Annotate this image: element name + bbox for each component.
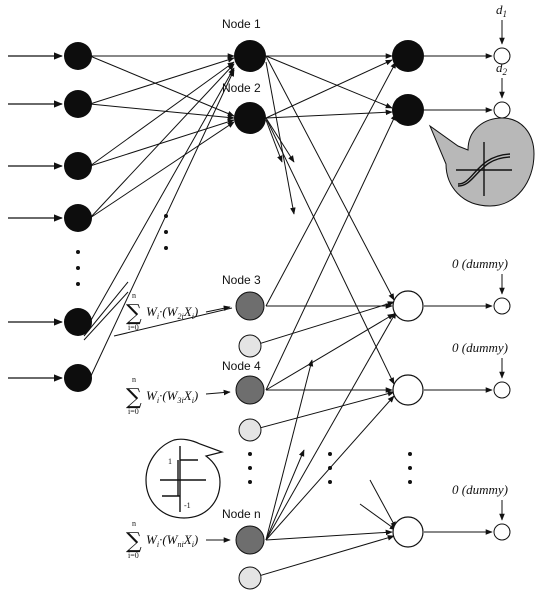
svg-text:∑: ∑ xyxy=(126,301,142,326)
target-labels: d1 d2 0 (dummy) 0 (dummy) 0 (dummy) xyxy=(452,2,508,497)
input-layer xyxy=(64,42,92,392)
hidden-output-connections xyxy=(251,53,397,579)
target-node xyxy=(493,523,511,541)
svg-text:n: n xyxy=(132,291,136,300)
node-1-label: Node 1 xyxy=(222,17,261,31)
target-node xyxy=(493,381,511,399)
step-plus-one: 1 xyxy=(168,457,172,466)
input-node xyxy=(64,152,92,180)
target-d2-label: d2 xyxy=(496,60,508,77)
hidden-node-4 xyxy=(235,375,265,405)
svg-text:∑: ∑ xyxy=(126,385,142,410)
svg-text:i=0: i=0 xyxy=(128,323,139,332)
node-2-label: Node 2 xyxy=(222,81,261,95)
input-node xyxy=(64,308,92,336)
input-hidden-connections xyxy=(89,53,235,379)
step-minus-one: -1 xyxy=(184,501,191,510)
target-layer xyxy=(493,47,511,541)
output-node xyxy=(392,94,424,126)
input-node xyxy=(64,90,92,118)
output-node xyxy=(392,290,424,322)
node-labels: Node 1 Node 2 Node 3 Node 4 Node n xyxy=(222,17,261,521)
input-node xyxy=(64,204,92,232)
dummy-target-label: 0 (dummy) xyxy=(452,340,508,355)
bias-node xyxy=(238,418,262,442)
step-callout: 1 -1 xyxy=(145,438,225,519)
hidden-node-2 xyxy=(234,102,266,134)
hidden-ellipsis xyxy=(164,214,412,484)
bias-node xyxy=(238,566,262,590)
input-arrows xyxy=(8,52,63,382)
svg-text:Wi·(W2iXi): Wi·(W2iXi) xyxy=(146,304,198,321)
svg-text:i=0: i=0 xyxy=(128,407,139,416)
svg-text:n: n xyxy=(132,519,136,528)
hidden-node-3 xyxy=(235,291,265,321)
output-node xyxy=(392,40,424,72)
node-4-label: Node 4 xyxy=(222,359,261,373)
bias-node xyxy=(238,334,262,358)
input-node xyxy=(64,364,92,392)
hidden-node-1 xyxy=(234,40,266,72)
dummy-target-label: 0 (dummy) xyxy=(452,482,508,497)
formula-1: n ∑ i=0 Wi·(W2iXi) xyxy=(126,291,198,332)
hidden-layer xyxy=(234,40,266,590)
target-node xyxy=(493,47,511,65)
svg-text:∑: ∑ xyxy=(126,529,142,554)
step-function-icon xyxy=(160,446,206,512)
target-node xyxy=(493,101,511,119)
formula-n: n ∑ i=0 Wi·(WniXi) xyxy=(126,519,198,560)
output-node xyxy=(392,374,424,406)
output-node xyxy=(392,516,424,548)
sigmoid-icon xyxy=(456,142,512,196)
svg-text:i=0: i=0 xyxy=(128,551,139,560)
sigmoid-callout xyxy=(428,117,535,207)
svg-text:Wi·(W3iXi): Wi·(W3iXi) xyxy=(146,388,198,405)
target-d1-label: d1 xyxy=(496,2,507,19)
input-ellipsis xyxy=(76,250,80,286)
output-target-connections xyxy=(424,20,505,535)
formula-2: n ∑ i=0 Wi·(W3iXi) xyxy=(126,375,198,416)
hidden-node-n xyxy=(235,525,265,555)
node-n-label: Node n xyxy=(222,507,261,521)
node-3-label: Node 3 xyxy=(222,273,261,287)
target-node xyxy=(493,297,511,315)
svg-text:n: n xyxy=(132,375,136,384)
dummy-target-label: 0 (dummy) xyxy=(452,256,508,271)
input-node xyxy=(64,42,92,70)
formula-arrows xyxy=(83,281,233,543)
svg-text:Wi·(WniXi): Wi·(WniXi) xyxy=(146,532,198,549)
output-layer xyxy=(392,40,424,548)
